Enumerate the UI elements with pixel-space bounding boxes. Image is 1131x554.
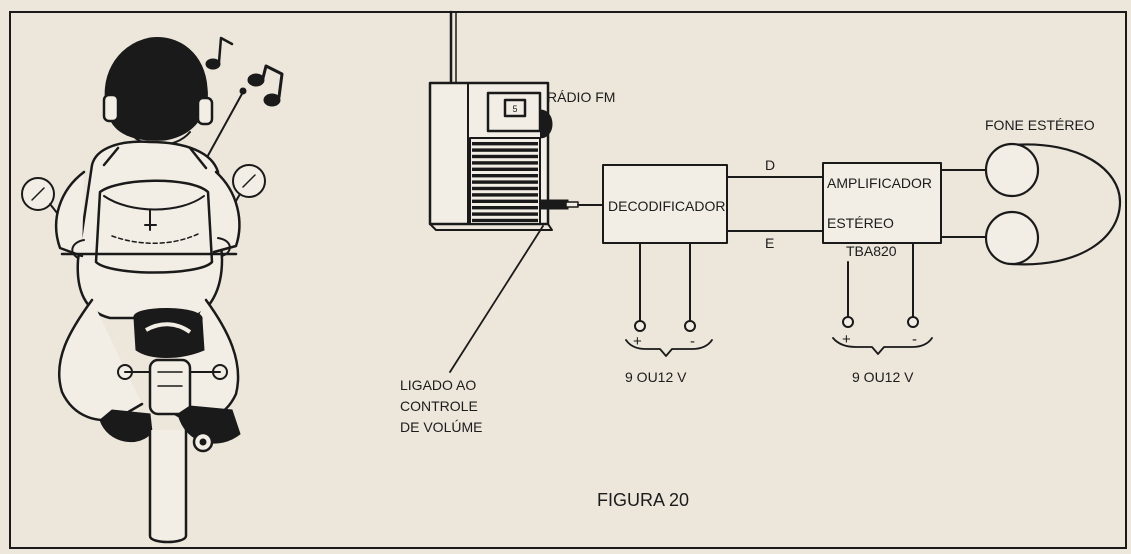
- grille-slat: [472, 199, 538, 203]
- amplifier-label-line1: AMPLIFICADOR: [827, 175, 932, 191]
- figure-frame: [9, 11, 1127, 549]
- figure-caption: FIGURA 20: [597, 490, 689, 510]
- amplifier-supply-brace: [832, 337, 933, 355]
- grille-slat: [472, 148, 538, 152]
- decoder-plus-sign: +: [633, 333, 642, 350]
- channel-e-label: E: [765, 235, 774, 251]
- grille-slat: [472, 212, 538, 216]
- amplifier-supply-voltage: 9 OU12 V: [852, 369, 914, 385]
- volume-pointer-line: [449, 225, 544, 373]
- fm-radio: 5: [428, 10, 579, 231]
- grille-slat: [472, 154, 538, 159]
- amplifier-block: [822, 162, 942, 244]
- music-note-icon: [205, 36, 234, 70]
- radio-output-jack: [539, 199, 569, 210]
- channel-d-label: D: [765, 157, 775, 173]
- grille-slat: [472, 206, 538, 210]
- volume-label-line2: CONTROLE: [400, 398, 478, 414]
- decoder-supply-brace: [625, 339, 713, 357]
- decoder-block: [602, 164, 728, 244]
- decoder-supply-voltage: 9 OU12 V: [625, 369, 687, 385]
- amplifier-power-supply: + - 9 OU12 V: [832, 242, 933, 385]
- amplifier-plus-sign: +: [842, 331, 851, 348]
- speaker-grille: [469, 137, 541, 225]
- decoder-power-supply: + - 9 OU12 V: [625, 242, 713, 385]
- radio-dial-number: 5: [512, 104, 517, 114]
- grille-slat: [472, 161, 538, 165]
- decoder-minus-sign: -: [690, 333, 695, 350]
- grille-slat: [472, 186, 538, 191]
- rider-on-motorcycle-illustration: [21, 36, 284, 544]
- radio-label: RÁDIO FM: [547, 89, 615, 105]
- grille-slat: [472, 142, 538, 146]
- grille-slat: [472, 218, 538, 223]
- music-notes-icon: [247, 64, 284, 107]
- headphones-label: FONE ESTÉREO: [985, 117, 1095, 133]
- amplifier-plus-terminal: [842, 316, 854, 328]
- amplifier-minus-terminal: [907, 316, 919, 328]
- grille-slat: [472, 167, 538, 171]
- amplifier-minus-sign: -: [912, 331, 917, 348]
- right-earpiece: [984, 210, 1040, 266]
- left-earpiece: [984, 142, 1040, 198]
- decoder-plus-terminal: [634, 320, 646, 332]
- right-mirror: [224, 164, 266, 221]
- grille-slat: [472, 174, 538, 178]
- amplifier-label-line2: ESTÉREO: [827, 215, 894, 231]
- volume-label-line1: LIGADO AO: [400, 377, 476, 393]
- grille-slat: [472, 193, 538, 197]
- decoder-label: DECODIFICADOR: [608, 198, 725, 214]
- amplifier-chip-label: TBA820: [846, 243, 897, 259]
- grille-slat: [472, 180, 538, 184]
- volume-label-line3: DE VOLÚME: [400, 419, 482, 435]
- decoder-minus-terminal: [684, 320, 696, 332]
- headphone-band: [1010, 143, 1122, 266]
- stereo-headphones: [984, 142, 1122, 266]
